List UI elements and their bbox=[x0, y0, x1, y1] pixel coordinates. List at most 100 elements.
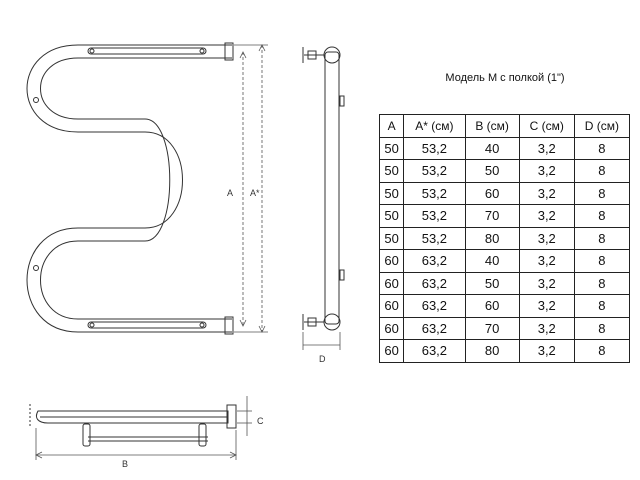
cell-b: 50 bbox=[464, 159, 520, 183]
dimension-line-d bbox=[302, 332, 341, 350]
bottom-connector-fitting bbox=[224, 316, 234, 335]
front-view bbox=[26, 42, 234, 335]
dim-arrow-a-star-bottom bbox=[258, 325, 266, 333]
table-row: 60 63,2 50 3,2 8 bbox=[378, 271, 631, 295]
cell-a: 60 bbox=[378, 271, 405, 295]
cell-d: 8 bbox=[573, 159, 631, 183]
cell-a: 60 bbox=[378, 339, 405, 363]
bottom-shelf-bar bbox=[87, 321, 207, 329]
dim-arrow-b-right bbox=[229, 451, 237, 459]
dim-label-d: D bbox=[319, 354, 326, 364]
top-view bbox=[29, 404, 237, 447]
cell-a-star: 63,2 bbox=[403, 316, 466, 340]
side-top-fitting bbox=[323, 46, 341, 64]
cell-a: 60 bbox=[378, 316, 405, 340]
upper-bend-hole bbox=[33, 97, 39, 103]
dimension-line-b bbox=[35, 428, 237, 460]
cell-a-star: 53,2 bbox=[403, 204, 466, 228]
side-bottom-nut bbox=[307, 317, 317, 327]
cell-c: 3,2 bbox=[518, 181, 575, 205]
header-d: D (см) bbox=[573, 114, 631, 138]
cell-b: 70 bbox=[464, 316, 520, 340]
cell-a-star: 53,2 bbox=[403, 181, 466, 205]
side-shelf-stub-bottom bbox=[339, 269, 345, 281]
cell-a-star: 53,2 bbox=[403, 226, 466, 250]
cell-a-star: 53,2 bbox=[403, 159, 466, 183]
dimension-lines-a bbox=[234, 44, 268, 333]
cell-c: 3,2 bbox=[518, 204, 575, 228]
table-row: 50 53,2 60 3,2 8 bbox=[378, 181, 631, 205]
lower-bend-hole bbox=[33, 265, 39, 271]
cell-c: 3,2 bbox=[518, 271, 575, 295]
cell-d: 8 bbox=[573, 204, 631, 228]
table-row: 50 53,2 80 3,2 8 bbox=[378, 226, 631, 250]
top-connector-fitting bbox=[224, 42, 234, 61]
top-view-shelf-post-left bbox=[82, 423, 91, 447]
table-row: 60 63,2 40 3,2 8 bbox=[378, 249, 631, 273]
cell-a: 60 bbox=[378, 294, 405, 318]
cell-a-star: 53,2 bbox=[403, 136, 466, 160]
cell-a: 50 bbox=[378, 204, 405, 228]
dim-arrow-b-left bbox=[35, 451, 43, 459]
cell-c: 3,2 bbox=[518, 316, 575, 340]
cell-b: 80 bbox=[464, 339, 520, 363]
dim-label-c: C bbox=[257, 416, 264, 426]
cell-d: 8 bbox=[573, 249, 631, 273]
cell-c: 3,2 bbox=[518, 249, 575, 273]
dim-label-b: B bbox=[122, 459, 128, 469]
dim-arrow-a-bottom bbox=[239, 319, 247, 327]
model-title: Модель М с полкой (1") bbox=[445, 72, 565, 84]
side-bottom-fitting bbox=[323, 313, 341, 331]
cell-a-star: 63,2 bbox=[403, 271, 466, 295]
header-b: B (см) bbox=[464, 114, 520, 138]
cell-c: 3,2 bbox=[518, 226, 575, 250]
cell-b: 50 bbox=[464, 271, 520, 295]
table-row: 50 53,2 70 3,2 8 bbox=[378, 204, 631, 228]
cell-b: 60 bbox=[464, 181, 520, 205]
header-a: A bbox=[378, 114, 405, 138]
side-shelf-stub-top bbox=[339, 95, 345, 107]
cell-a: 50 bbox=[378, 136, 405, 160]
top-view-fitting bbox=[226, 404, 237, 429]
header-c: C (см) bbox=[518, 114, 575, 138]
cell-b: 60 bbox=[464, 294, 520, 318]
cell-d: 8 bbox=[573, 316, 631, 340]
top-shelf-bar bbox=[87, 47, 207, 55]
table-row: 60 63,2 60 3,2 8 bbox=[378, 294, 631, 318]
cell-b: 40 bbox=[464, 249, 520, 273]
header-a-star: A* (см) bbox=[403, 114, 466, 138]
pipe-outer-contour bbox=[26, 44, 232, 333]
table-row: 60 63,2 80 3,2 8 bbox=[378, 339, 631, 363]
cell-a: 50 bbox=[378, 226, 405, 250]
cell-b: 80 bbox=[464, 226, 520, 250]
cell-c: 3,2 bbox=[518, 159, 575, 183]
cell-c: 3,2 bbox=[518, 294, 575, 318]
side-top-nut bbox=[307, 50, 317, 60]
cell-a-star: 63,2 bbox=[403, 249, 466, 273]
table-row: 50 53,2 50 3,2 8 bbox=[378, 159, 631, 183]
dimensions-table: A A* (см) B (см) C (см) D (см) 50 53,2 4… bbox=[378, 114, 631, 363]
top-bar-pin-right bbox=[199, 48, 205, 54]
cell-a: 60 bbox=[378, 249, 405, 273]
cell-a: 50 bbox=[378, 181, 405, 205]
top-view-shelf-post-right bbox=[198, 423, 207, 447]
cell-d: 8 bbox=[573, 271, 631, 295]
bottom-bar-pin-left bbox=[89, 322, 95, 328]
pipe-inner-contour bbox=[40, 57, 232, 320]
cell-d: 8 bbox=[573, 181, 631, 205]
table-header-row: A A* (см) B (см) C (см) D (см) bbox=[378, 114, 631, 138]
table-row: 50 53,2 40 3,2 8 bbox=[378, 136, 631, 160]
dim-label-a-star: A* bbox=[250, 188, 260, 198]
cell-a: 50 bbox=[378, 159, 405, 183]
bottom-bar-pin-right bbox=[199, 322, 205, 328]
cell-c: 3,2 bbox=[518, 136, 575, 160]
table-row: 60 63,2 70 3,2 8 bbox=[378, 316, 631, 340]
dim-label-a: A bbox=[227, 188, 233, 198]
side-view bbox=[302, 46, 345, 331]
top-bar-pin-left bbox=[89, 48, 95, 54]
cell-b: 40 bbox=[464, 136, 520, 160]
dimension-line-c bbox=[237, 396, 252, 436]
dim-arrow-a-star-top bbox=[258, 44, 266, 52]
cell-d: 8 bbox=[573, 294, 631, 318]
